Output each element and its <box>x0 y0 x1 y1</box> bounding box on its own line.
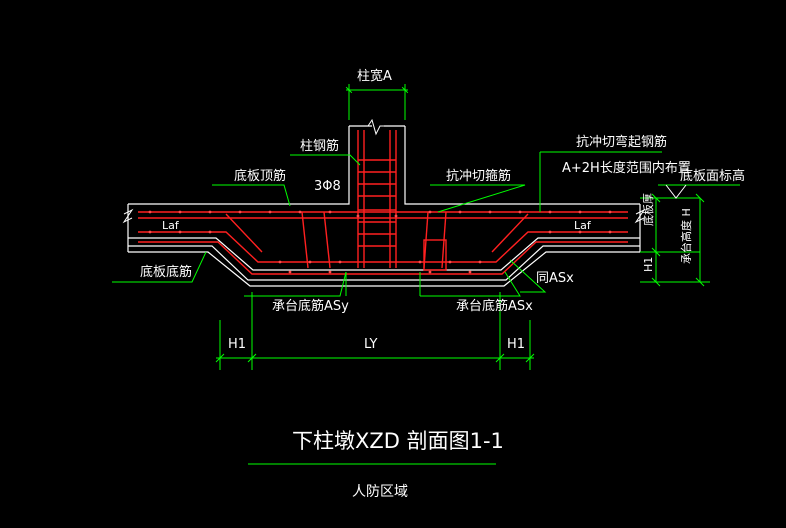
cap-bottom-bar-2 <box>138 241 628 275</box>
punching-stirrup-label: 抗冲切箍筋 <box>446 168 511 184</box>
dimension-h1-right: H1 <box>507 337 525 352</box>
h1-side-label: H1 <box>642 257 655 272</box>
stirrup-count-label: 3Φ8 <box>314 179 341 194</box>
cap-inner-line <box>128 237 640 271</box>
cap-lower-line <box>128 245 640 281</box>
elevation-triangle-icon <box>665 184 687 199</box>
diagonal-2 <box>491 213 529 253</box>
punching-box <box>423 239 447 271</box>
cap-height-label: 承台高度 H <box>679 208 693 264</box>
same-asx-label: 同ASx <box>536 271 574 286</box>
drawing-subtitle: 人防区域 <box>352 484 408 500</box>
punching-bent-bar-label: 抗冲切弯起钢筋 <box>576 134 667 150</box>
diagonal-1 <box>225 213 263 253</box>
laf-left-label: Laf <box>162 219 180 232</box>
slab-bottom-left-outline <box>128 251 346 287</box>
column-width-label: 柱宽A <box>357 68 392 84</box>
dimension-chain <box>215 292 535 370</box>
slab-thickness-label: 底板厚 <box>641 193 655 226</box>
slab-top-right <box>404 126 640 205</box>
dimension-h1-left: H1 <box>228 337 246 352</box>
column-rebar-label: 柱钢筋 <box>300 138 339 154</box>
cap-bottom-asx-label: 承台底筋ASx <box>456 298 533 314</box>
bar-dots <box>148 210 612 274</box>
leader-lines <box>112 84 740 297</box>
cap-bottom-asy-label: 承台底筋ASy <box>272 298 349 314</box>
laf-right-label: Laf <box>574 219 592 232</box>
break-line-icon <box>122 118 646 224</box>
slab-top-rebar-label: 底板顶筋 <box>234 168 286 184</box>
dimension-ly: LY <box>364 337 378 352</box>
slab-top-elevation-label: 底板面标高 <box>680 168 745 184</box>
drawing-title: 下柱墩XZD 剖面图1-1 <box>292 429 504 453</box>
slab-top-left <box>128 126 350 205</box>
slab-bottom-right-outline <box>408 251 640 287</box>
punching-stirrup-left <box>301 211 309 269</box>
bent-bar-range-label: A+2H长度范围内布置 <box>562 160 691 176</box>
rebar-layer <box>138 130 628 275</box>
slab-bottom-rebar-label: 底板底筋 <box>140 264 192 280</box>
punching-stirrup-left-2 <box>323 211 331 269</box>
